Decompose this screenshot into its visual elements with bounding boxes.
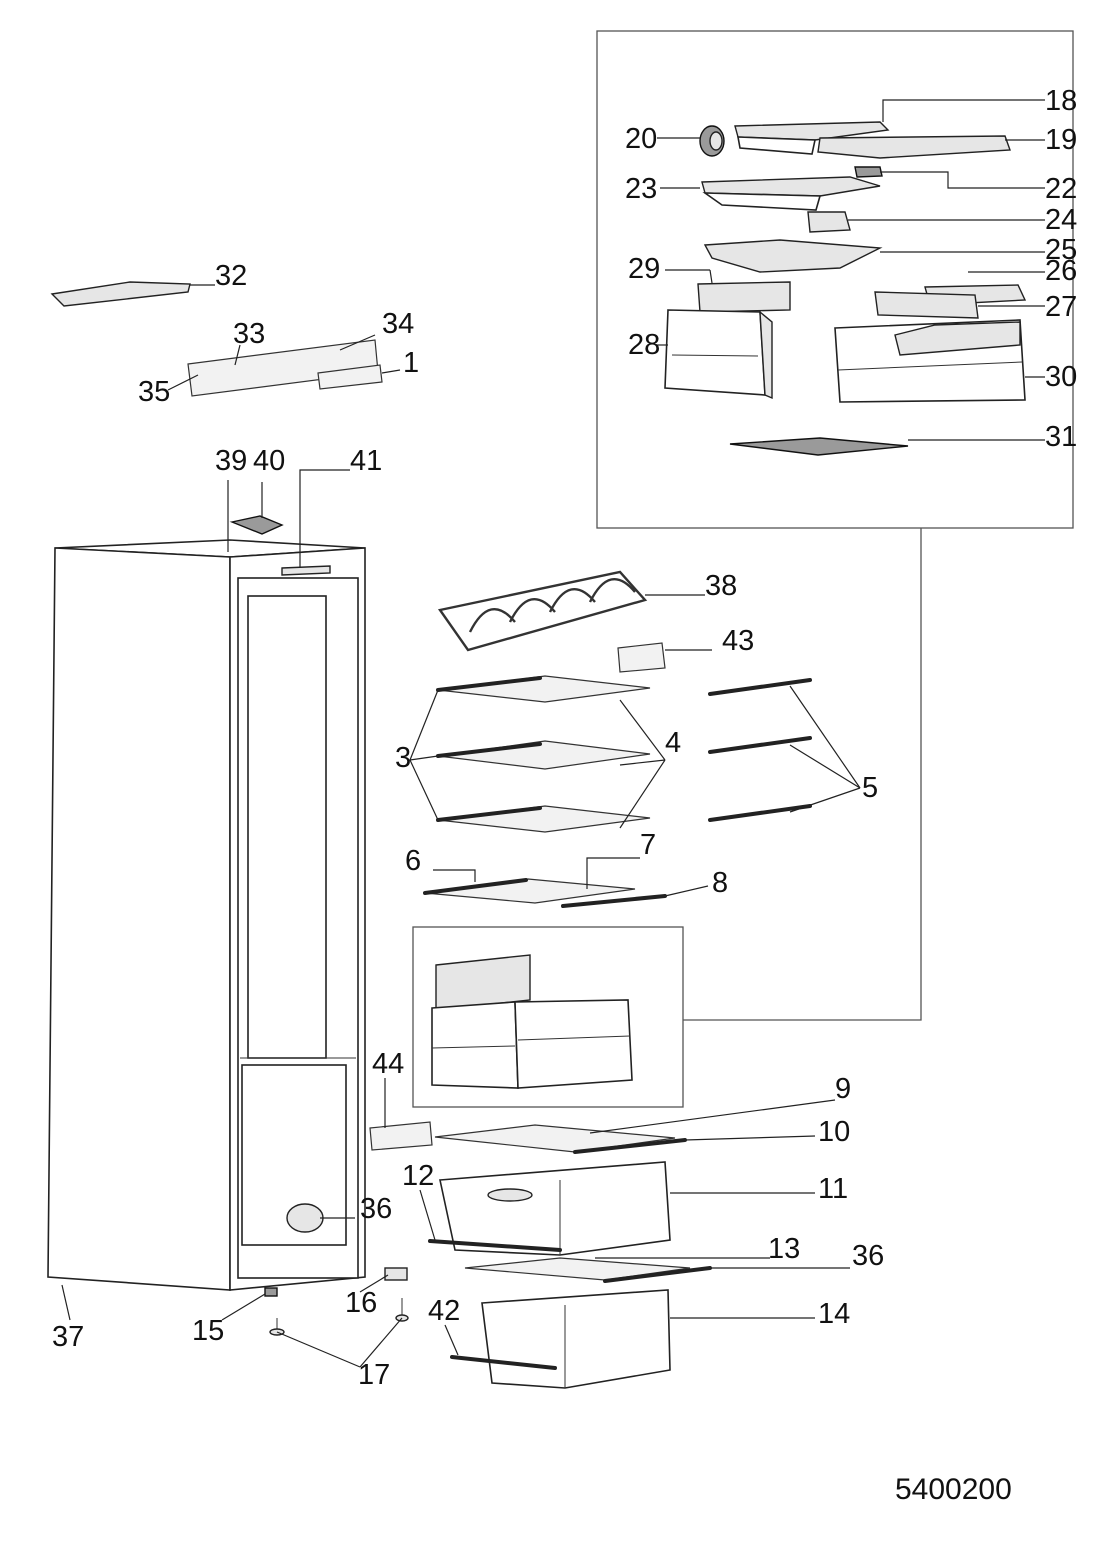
part-1-display xyxy=(317,364,383,390)
callout-39: 39 xyxy=(215,445,247,477)
callout-32: 32 xyxy=(215,260,247,292)
callout-40: 40 xyxy=(253,445,285,477)
shelf-6-7-8 xyxy=(423,878,667,908)
callout-8: 8 xyxy=(712,867,728,899)
callout-27: 27 xyxy=(1045,291,1077,323)
part-36-fan-housing xyxy=(286,1203,324,1233)
part-31-ice-tray xyxy=(729,437,909,456)
glass-shelves-3-4 xyxy=(436,675,651,833)
callout-15: 15 xyxy=(192,1315,224,1347)
part-22-clip xyxy=(854,166,883,178)
part-42-rail xyxy=(450,1355,557,1370)
callout-37: 37 xyxy=(52,1321,84,1353)
callout-29: 29 xyxy=(628,253,660,285)
part-40-top-cap xyxy=(229,515,284,535)
callout-25: 25 xyxy=(1045,234,1077,266)
callout-10: 10 xyxy=(818,1116,850,1148)
part-13-cover xyxy=(464,1257,712,1283)
callout-22: 22 xyxy=(1045,173,1077,205)
part-18-cover xyxy=(734,121,890,155)
callout-13: 13 xyxy=(768,1233,800,1265)
callout-6: 6 xyxy=(405,845,421,877)
part-25-tray xyxy=(703,239,883,273)
callout-28: 28 xyxy=(628,329,660,361)
part-38-wine-rack xyxy=(437,570,648,652)
callout-42: 42 xyxy=(428,1295,460,1327)
part-30-ice-bin xyxy=(834,319,1026,403)
callout-12: 12 xyxy=(402,1160,434,1192)
callout-14: 14 xyxy=(818,1298,850,1330)
part-27-bracket xyxy=(874,291,979,319)
part-41-top-strip xyxy=(281,565,331,576)
callout-35: 35 xyxy=(138,376,170,408)
callout-44: 44 xyxy=(372,1048,404,1080)
callout-33: 33 xyxy=(233,318,265,350)
callout-1: 1 xyxy=(403,347,419,379)
callout-4: 4 xyxy=(665,727,681,759)
top-detail-frame xyxy=(596,30,1074,529)
leader-lines xyxy=(61,99,1045,1368)
part-11-drawer xyxy=(439,1161,671,1256)
callout-31: 31 xyxy=(1045,421,1077,453)
shelf-rails-5 xyxy=(708,678,812,822)
part-43-box xyxy=(617,642,666,673)
callout-17: 17 xyxy=(358,1359,390,1391)
part-33-control-panel xyxy=(187,339,379,397)
part-44-tray xyxy=(369,1121,433,1151)
callout-3: 3 xyxy=(395,742,411,774)
part-19-lid xyxy=(817,135,1011,159)
part-28-29-left-box xyxy=(664,281,791,400)
callout-23: 23 xyxy=(625,173,657,205)
cabinet xyxy=(47,539,366,1291)
callout-19: 19 xyxy=(1045,124,1077,156)
callout-43: 43 xyxy=(722,625,754,657)
callout-34: 34 xyxy=(382,308,414,340)
part-23-housing xyxy=(701,176,881,211)
part-12-rail xyxy=(428,1239,562,1252)
callout-9: 9 xyxy=(835,1073,851,1105)
callout-41: 41 xyxy=(350,445,382,477)
frame-connector-line xyxy=(683,528,922,1021)
callout-30: 30 xyxy=(1045,361,1077,393)
drawer-assembly-frame xyxy=(412,926,684,1108)
crisper-cover-9-10 xyxy=(434,1124,687,1154)
part-32-control-board xyxy=(50,281,191,307)
callout-11: 11 xyxy=(818,1173,848,1205)
callout-38: 38 xyxy=(705,570,737,602)
callout-18: 18 xyxy=(1045,85,1077,117)
callout-20: 20 xyxy=(625,123,657,155)
callout-26: 26 xyxy=(1045,255,1077,287)
callout-16: 16 xyxy=(345,1287,377,1319)
callout-36-upper: 36 xyxy=(360,1193,392,1225)
callout-labels: 18 19 20 22 23 24 25 26 27 28 29 30 31 3… xyxy=(52,85,1077,1506)
drawer-assembly xyxy=(431,954,633,1089)
callout-5: 5 xyxy=(862,772,878,804)
part-20-knob xyxy=(699,125,725,157)
part-24-block xyxy=(807,211,851,233)
part-14-drawer xyxy=(481,1289,671,1389)
document-number: 5400200 xyxy=(895,1473,1012,1506)
callout-7: 7 xyxy=(640,829,656,861)
callout-24: 24 xyxy=(1045,204,1077,236)
callout-36-lower: 36 xyxy=(852,1240,884,1272)
